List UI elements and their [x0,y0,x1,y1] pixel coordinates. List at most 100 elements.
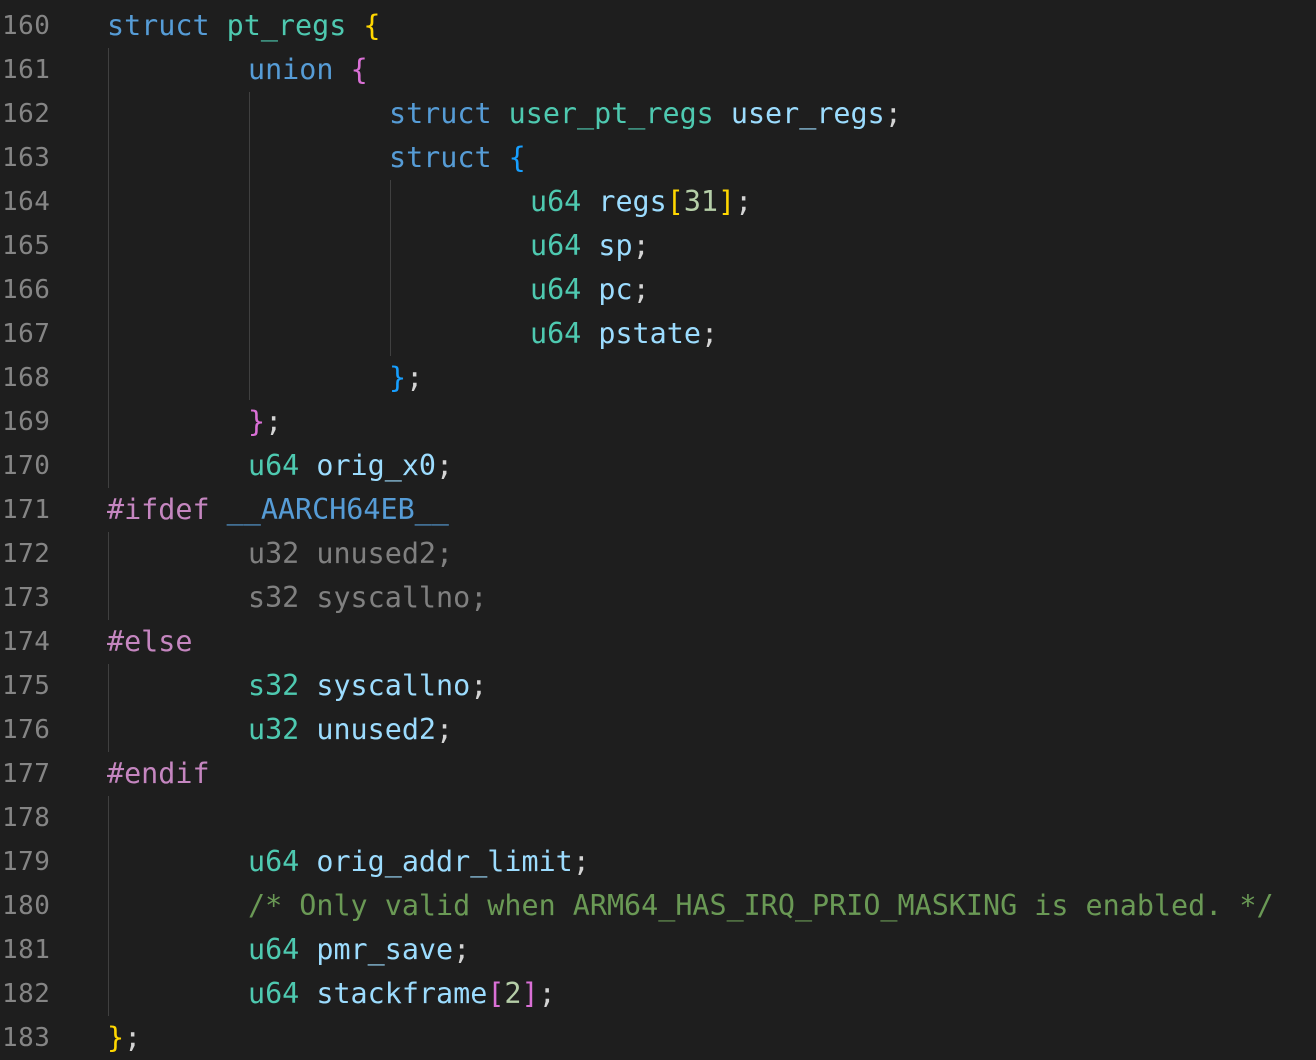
code-token: ; [700,317,719,350]
code-token: ; [632,273,650,306]
indent-guide [249,92,250,400]
line-code: }; [248,400,282,444]
code-token: u64 [530,273,582,306]
line-number: 168 [2,363,51,393]
code-token [581,185,598,218]
code-token: } [107,1021,125,1054]
code-token: 2 [504,977,522,1010]
line-code: u64 pc; [530,268,650,312]
code-token [299,933,316,966]
line-number: 183 [2,1023,51,1053]
code-token: { [350,53,368,86]
code-line[interactable]: 177 #endif [0,752,1316,796]
code-token [299,713,316,746]
line-code: union { [248,48,368,92]
code-token: sp [598,229,633,262]
code-token: struct [107,9,210,42]
line-number: 179 [2,847,51,877]
code-line[interactable]: 169}; [0,400,1316,444]
code-line[interactable]: 175 s32 syscallno; [0,664,1316,708]
line-number: 171 [2,495,51,525]
code-token: u64 [530,185,582,218]
line-number: 176 [2,715,51,745]
code-token: u32 unused2; [248,537,454,570]
code-token: pt_regs [226,9,347,42]
code-token: user_regs [730,97,885,130]
code-line[interactable]: 179 u64 orig_addr_limit; [0,840,1316,884]
code-token: #endif [107,757,210,790]
code-line[interactable]: 183}; [0,1016,1316,1060]
code-token: syscallno [316,669,471,702]
indent-guide [108,48,109,488]
line-number: 181 [2,935,51,965]
code-token [210,9,227,42]
line-number: 180 [2,891,51,921]
line-code: }; [107,1016,141,1060]
code-token: [ [666,185,684,218]
line-code: #endif [107,752,210,796]
code-line[interactable]: 162 struct user_pt_regs user_regs; [0,92,1316,136]
code-token: } [389,361,407,394]
code-line[interactable]: 171 #ifdef __AARCH64EB__ [0,488,1316,532]
code-line[interactable]: 168}; [0,356,1316,400]
code-token [333,53,350,86]
code-line[interactable]: 180/* Only valid when ARM64_HAS_IRQ_PRIO… [0,884,1316,928]
code-token: s32 syscallno; [248,581,488,614]
code-token [210,493,227,526]
line-number: 162 [2,99,51,129]
line-code: struct user_pt_regs user_regs; [389,92,902,136]
line-number: 167 [2,319,51,349]
code-token: ; [406,361,424,394]
code-token: #else [107,625,193,658]
indent-guide [108,664,109,752]
code-token: orig_addr_limit [316,845,573,878]
code-token: stackframe [316,977,488,1010]
line-number: 164 [2,187,51,217]
code-token: ; [538,977,556,1010]
code-token: ] [718,185,736,218]
code-line[interactable]: 178 [0,796,1316,840]
code-token [299,977,316,1010]
line-number: 166 [2,275,51,305]
code-token: __AARCH64EB__ [226,493,449,526]
code-token: ; [436,449,454,482]
code-line[interactable]: 174#else [0,620,1316,664]
line-number: 177 [2,759,51,789]
code-token: user_pt_regs [508,97,714,130]
code-token: } [248,405,266,438]
code-token: union [248,53,334,86]
code-line[interactable]: 173 s32 syscallno; [0,576,1316,620]
line-code: u64 orig_addr_limit; [248,840,590,884]
line-number: 169 [2,407,51,437]
line-number: 163 [2,143,51,173]
line-code: s32 syscallno; [248,664,487,708]
code-token [299,449,316,482]
code-token: ] [521,977,539,1010]
code-token [299,845,316,878]
code-token: 31 [683,185,719,218]
code-token: unused2 [316,713,437,746]
code-token: [ [487,977,505,1010]
line-number: 160 [2,11,51,41]
line-code: #ifdef __AARCH64EB__ [107,488,449,532]
code-line[interactable]: 166 u64 pc; [0,268,1316,312]
code-token: ; [453,933,471,966]
code-token: u64 [248,933,300,966]
line-code: u64 stackframe[2]; [248,972,556,1016]
line-code: s32 syscallno; [248,576,487,620]
line-number: 175 [2,671,51,701]
line-number: 173 [2,583,51,613]
code-token: pstate [598,317,701,350]
